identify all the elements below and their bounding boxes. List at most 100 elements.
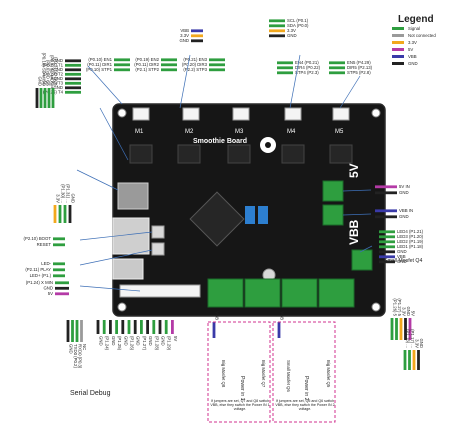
pin-wire <box>161 63 177 67</box>
header-motor-3: (P0.21) EN3(P0.20) DIR3(P2.2) STP3 <box>182 57 225 72</box>
pin-label: DIR5 (P2.13) <box>347 65 373 70</box>
pin-label: GND <box>397 249 407 254</box>
pin-wire <box>390 318 394 340</box>
pin-wire <box>375 209 397 213</box>
mosfet-boxes <box>207 321 336 423</box>
terminal-vbb-in <box>322 204 344 226</box>
pin-label: VBB <box>180 28 189 33</box>
pin-wire <box>80 320 83 342</box>
pin-label: GND <box>179 38 189 43</box>
pin-wire <box>161 68 177 72</box>
pin-label: GND <box>99 336 104 346</box>
legend-item-label: 5V <box>408 47 413 52</box>
small-mosfet-q6-label: Small Mosfet Q6 <box>286 360 291 392</box>
pin-wire <box>379 250 395 254</box>
motor-connector <box>132 107 150 121</box>
pin-label: (P1.25) <box>117 336 122 351</box>
pin-wire <box>68 205 72 223</box>
legend-title: Legend <box>398 14 434 25</box>
pin-wire <box>379 245 395 249</box>
reset-button[interactable] <box>151 242 165 256</box>
pin-wire <box>191 39 203 43</box>
callout-line <box>289 54 301 109</box>
callout-line <box>76 169 119 191</box>
mounting-hole <box>117 302 127 312</box>
pin-wire <box>53 243 65 247</box>
callout-line <box>342 213 372 216</box>
pin-label: (P0.11) DIR2 <box>134 62 159 67</box>
pin-label: LED+ (P1.) <box>30 273 52 278</box>
pin-wire <box>164 320 168 334</box>
terminal-small-mosfet <box>351 249 373 271</box>
pin-label: EN4 (P0.21) <box>295 60 319 65</box>
label-5v: 5V <box>347 163 361 178</box>
header-ext: 3.3V(P1.30) ...(P1.31) ...GND <box>53 184 76 223</box>
driver-chip <box>281 144 305 164</box>
pin-wire <box>191 34 203 38</box>
pin-wire <box>412 350 416 370</box>
pin-label: (P2.10) BOOT <box>24 236 52 241</box>
pin-wire <box>403 350 407 370</box>
legend-item-label: VBB <box>408 54 417 59</box>
header-motor-1: (P0.10) EN1(P0.11) DIR1(P0.10) STP1 <box>86 57 130 72</box>
pin-wire <box>114 68 130 72</box>
callout-line <box>342 189 372 192</box>
pin-wire <box>269 24 285 28</box>
pin-label: GND <box>287 33 297 38</box>
pin-label: LED2 (P1.19) <box>397 239 424 244</box>
pin-wire <box>417 350 420 370</box>
pin-wire <box>209 58 225 62</box>
motor-connector <box>332 107 350 121</box>
pin-wire <box>53 237 65 241</box>
pin-wire <box>114 58 130 62</box>
pin-wire <box>53 262 65 266</box>
pin-wire <box>408 350 411 370</box>
pin-label: (P0.25) T3 <box>43 81 64 86</box>
pin-wire <box>35 88 39 108</box>
pin-wire <box>146 320 149 334</box>
pin-wire <box>375 185 397 189</box>
pin-label: GND <box>136 336 141 346</box>
legend-item-label: Signal <box>408 26 420 31</box>
pin-wire <box>71 320 74 342</box>
pin-label: (P0.0) SD CS <box>46 60 51 86</box>
legend-swatch <box>392 48 404 51</box>
pin-label: (P1.29) <box>167 336 172 351</box>
callout-line <box>339 75 361 109</box>
callout-line <box>79 249 153 266</box>
legend-swatch <box>392 34 404 37</box>
pin-wire <box>329 71 345 75</box>
driver-chip <box>129 144 153 164</box>
pin-wire <box>379 255 395 259</box>
pin-wire <box>171 320 174 334</box>
header-mosfet-2-vbb: VBB <box>277 311 285 338</box>
pin-wire <box>65 81 81 85</box>
pin-wire <box>379 230 395 234</box>
pin-label: EN5 (P4.29) <box>347 60 371 65</box>
small-mosfet-q4-label: Small Mosfet Q4 <box>384 258 422 264</box>
pin-label: AGND <box>51 85 63 90</box>
callout-line <box>79 231 153 241</box>
board-logo: Smoothie Board <box>193 138 247 145</box>
legend-swatch <box>392 62 404 65</box>
sd-card-slot <box>117 182 149 210</box>
boot-button[interactable] <box>151 225 165 239</box>
pin-label: STP4 (P2.3) <box>295 70 319 75</box>
header-endstops: GND(P1.24)GND(P1.25)GND(P1.26)GND(P1.27)… <box>96 320 178 351</box>
pin-label: (P1.31) ... <box>66 184 71 203</box>
pin-label: (P0.9) SD MOSI <box>50 55 55 86</box>
pin-label: (P0.7) SD SCK <box>54 57 59 86</box>
pin-label: (P1.24) <box>105 336 110 351</box>
header-leds: LED4 (P1.21)LED3 (P1.20)LED2 (P1.19)LED1… <box>379 229 424 254</box>
legend-swatch <box>392 27 404 30</box>
pin-wire <box>152 320 156 334</box>
pin-label: (P0.24) T2 <box>43 72 64 77</box>
power-in-1-label: Power in 1 <box>239 376 245 401</box>
pin-wire <box>53 268 65 272</box>
pin-label: (P1.28) <box>154 336 159 351</box>
motor-label: M2 <box>185 129 194 135</box>
pin-label: (P0.11) DIR1 <box>87 62 112 67</box>
